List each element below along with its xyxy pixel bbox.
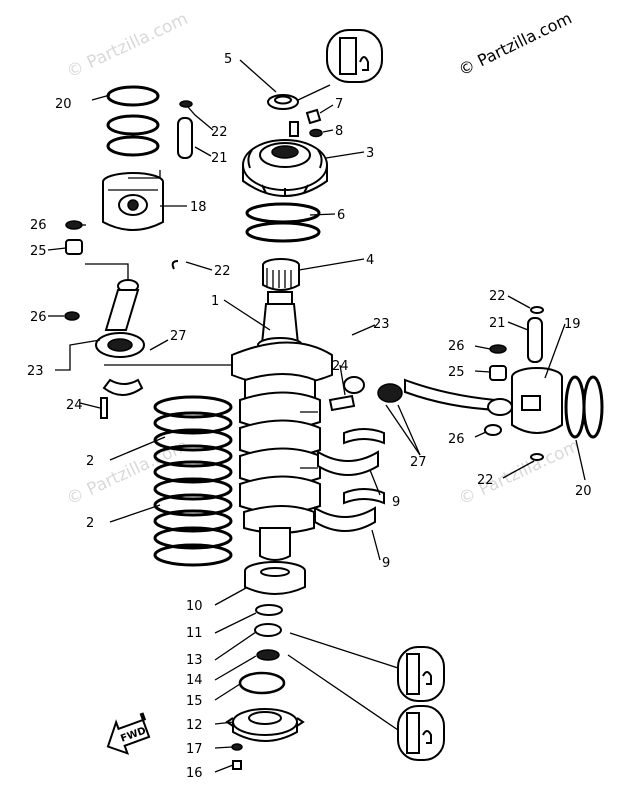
part-needle-bearing [262, 258, 300, 291]
callout-20a: 20 [55, 97, 72, 112]
callout-3: 3 [366, 146, 374, 161]
callout-2b: 2 [86, 516, 94, 531]
watermark-group: © Partzilla.com © Partzilla.com © Partzi… [64, 9, 583, 510]
callout-14: 14 [186, 673, 203, 688]
callout-8: 8 [335, 124, 343, 139]
part-lower-bolt-washer [231, 743, 243, 770]
watermark-mid-center: © Partzilla.com [456, 436, 583, 510]
callout-26b: 26 [30, 310, 47, 325]
callout-7: 7 [335, 97, 343, 112]
callout-13: 13 [186, 653, 203, 668]
callout-27b: 27 [410, 455, 427, 470]
callout-21a: 21 [211, 151, 228, 166]
callout-23b: 23 [373, 317, 390, 332]
callout-23a: 23 [27, 364, 44, 379]
part-lower-housing [225, 708, 305, 742]
part-piston-rings-left [106, 85, 160, 157]
callout-15: 15 [186, 694, 203, 709]
callout-11: 11 [186, 626, 203, 641]
part-small-bearing-left [64, 220, 179, 321]
inset-detail-top [297, 29, 383, 101]
part-piston-right [511, 306, 604, 461]
callout-22c: 22 [489, 289, 506, 304]
callout-17: 17 [186, 742, 203, 757]
part-seal-rings [245, 202, 321, 243]
callout-26c: 26 [448, 339, 465, 354]
leader-lines [47, 59, 586, 773]
callout-9b: 9 [382, 556, 390, 571]
callout-25b: 25 [448, 365, 465, 380]
callout-26d: 26 [448, 432, 465, 447]
callout-12: 12 [186, 718, 203, 733]
part-connecting-rod-right [328, 376, 513, 416]
part-crankshaft [231, 291, 333, 561]
callout-24a: 24 [66, 398, 83, 413]
callout-22a: 22 [211, 125, 228, 140]
part-connecting-rod-left [95, 279, 145, 419]
callout-20b: 20 [575, 484, 592, 499]
callout-4: 4 [366, 253, 374, 268]
callout-22b: 22 [214, 264, 231, 279]
part-ring-stack [153, 395, 233, 567]
callout-10: 10 [186, 599, 203, 614]
fwd-direction-arrow: FWD [106, 712, 151, 755]
callout-27a: 27 [170, 329, 187, 344]
callout-18: 18 [190, 200, 207, 215]
callout-5: 5 [224, 52, 232, 67]
part-bolt-and-washer [305, 108, 323, 138]
part-small-bearing-right [484, 344, 507, 436]
part-ball-bearing [244, 561, 306, 595]
part-oil-seal-top [267, 94, 299, 110]
watermark-top-left: © Partzilla.com [64, 9, 191, 83]
callout-labels: 1 2 2 3 4 5 6 7 8 9 9 10 11 12 13 14 15 … [27, 52, 592, 781]
part-lower-seals [238, 604, 286, 695]
callout-19: 19 [564, 317, 581, 332]
callout-16: 16 [186, 766, 203, 781]
part-main-bearings [314, 428, 385, 532]
inset-detail-bottom-2 [287, 654, 445, 761]
callout-6: 6 [337, 208, 345, 223]
callout-24b: 24 [332, 359, 349, 374]
inset-detail-bottom-1 [289, 632, 445, 702]
callout-22d: 22 [477, 473, 494, 488]
callout-26a: 26 [30, 218, 47, 233]
part-piston-left [102, 172, 164, 231]
callout-2a: 2 [86, 454, 94, 469]
callout-9a: 9 [392, 495, 400, 510]
callout-25a: 25 [30, 244, 47, 259]
callout-1: 1 [211, 294, 219, 309]
copyright-text: © Partzilla.com [455, 8, 574, 79]
callout-21b: 21 [489, 316, 506, 331]
part-piston-pin-left [177, 100, 193, 159]
part-upper-bearing-housing [242, 121, 328, 197]
